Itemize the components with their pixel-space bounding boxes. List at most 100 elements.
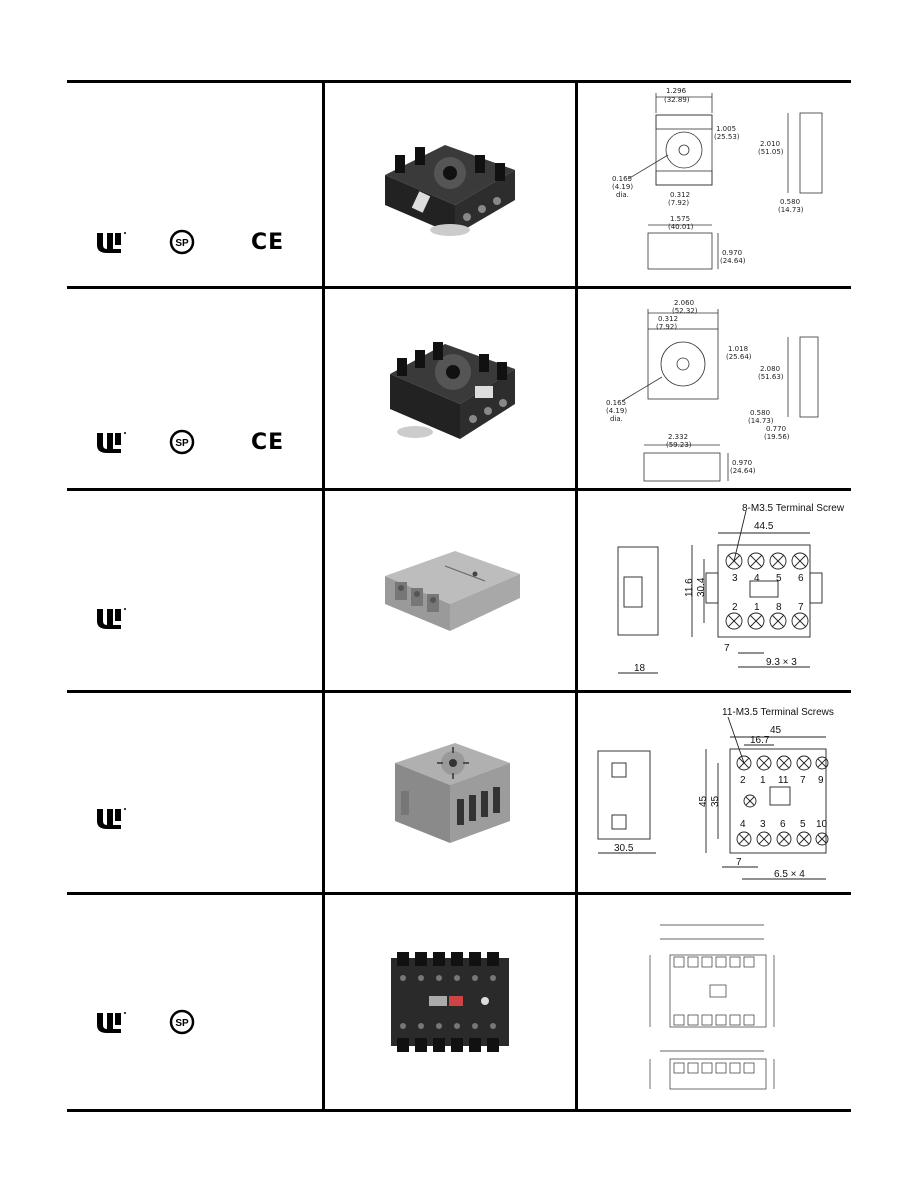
dim-label: 3	[760, 819, 766, 830]
dim-label: 2.010	[760, 140, 780, 148]
dim-label: 2.080	[760, 365, 780, 373]
dim-label: 2.060	[674, 299, 694, 307]
dim-label: (7.92)	[656, 323, 677, 331]
dimension-drawing: 1.296 (32.89) 1.005 (25.53) 2.010 (51.05…	[612, 87, 823, 270]
certification-logos	[93, 605, 127, 631]
dim-label: 1.018	[728, 345, 748, 353]
dim-label: 1.575	[670, 215, 690, 223]
dim-label: 11-M3.5 Terminal Screws	[722, 707, 834, 718]
dim-label: (7.92)	[668, 199, 689, 207]
csa-certified-icon: SP	[169, 1009, 195, 1035]
dim-label: 2	[740, 775, 746, 786]
dim-label: 6	[780, 819, 786, 830]
certifications-cell	[67, 491, 325, 690]
dim-label: (59.23)	[666, 441, 692, 449]
dimension-drawing: 11-M3.5 Terminal Screws 45 16.7 2 1 11 7…	[597, 707, 834, 880]
dimension-drawing	[649, 924, 775, 1090]
dim-label: 10	[816, 819, 828, 830]
dim-label: 18	[634, 663, 646, 674]
dim-label: 35	[710, 795, 721, 807]
dim-label: 30.5	[614, 843, 634, 854]
dim-label: 45	[770, 725, 782, 736]
dim-label: 0.165	[612, 175, 632, 183]
table-row: SP CE	[67, 83, 851, 289]
ul-listed-icon	[97, 432, 126, 453]
dim-label: 2	[732, 602, 738, 613]
dim-label: (19.56)	[764, 433, 790, 441]
dim-label: 30.4	[696, 577, 707, 597]
certifications-cell	[67, 693, 325, 892]
dim-label: (51.63)	[758, 373, 784, 381]
certifications-cell: SP CE	[67, 83, 325, 286]
dim-label: 6.5 × 4	[774, 869, 805, 880]
relay-socket-table: SP CE	[67, 80, 851, 1112]
dimension-drawing: 8-M3.5 Terminal Screw 44.5 11.6 30.4 3 4…	[617, 503, 845, 674]
relay-socket-14pin-photo	[391, 952, 509, 1052]
dim-label: 0.312	[658, 315, 678, 323]
dim-label: 1.005	[716, 125, 736, 133]
dim-label: (40.01)	[668, 223, 694, 231]
dim-label: (51.05)	[758, 148, 784, 156]
dim-label: 7	[736, 857, 742, 868]
dimension-drawing-cell: 1.296 (32.89) 1.005 (25.53) 2.010 (51.05…	[578, 83, 851, 286]
dim-label: 11	[778, 775, 789, 786]
certification-logos: SP	[93, 1009, 195, 1035]
dim-label: (24.64)	[730, 467, 756, 475]
dim-label: 16.7	[750, 735, 770, 746]
dim-label: 0.312	[670, 191, 690, 199]
dim-label: (24.64)	[720, 257, 746, 265]
certification-logos: SP CE	[93, 229, 284, 255]
dim-label: 1	[760, 775, 766, 786]
dim-label: 9	[818, 775, 824, 786]
table-row: SP CE	[67, 289, 851, 491]
csa-certified-icon: SP	[169, 229, 195, 255]
relay-socket-8pin-din-photo	[385, 550, 520, 631]
product-photo-cell	[325, 83, 578, 286]
relay-socket-8pin-photo	[385, 144, 515, 236]
dim-label: 44.5	[754, 521, 774, 532]
dim-label: 0.580	[750, 409, 770, 417]
dim-label: 0.770	[766, 425, 786, 433]
table-row: 8-M3.5 Terminal Screw 44.5 11.6 30.4 3 4…	[67, 491, 851, 693]
dim-label: (14.73)	[778, 206, 804, 214]
relay-socket-11pin-din-photo	[395, 742, 510, 843]
dim-label: 0.970	[722, 249, 742, 257]
relay-socket-11pin-photo	[390, 341, 515, 439]
dim-label: 1	[754, 602, 760, 613]
product-photo-cell	[325, 289, 578, 488]
ul-listed-icon	[97, 232, 126, 253]
table-row: 11-M3.5 Terminal Screws 45 16.7 2 1 11 7…	[67, 693, 851, 895]
dim-label: 6	[798, 573, 804, 584]
ul-listed-icon	[97, 608, 126, 629]
product-photo-cell	[325, 491, 578, 690]
dim-label: 0.165	[606, 399, 626, 407]
dim-label: 8-M3.5 Terminal Screw	[742, 503, 845, 514]
certification-logos: SP CE	[93, 429, 284, 455]
dimension-drawing-cell: 2.060 (52.32) 0.312 (7.92) 1.018 (25.64)…	[578, 289, 851, 488]
dim-label: dia.	[610, 415, 623, 423]
dim-label: (14.73)	[748, 417, 774, 425]
dimension-drawing-cell	[578, 895, 851, 1109]
dim-label: (25.53)	[714, 133, 740, 141]
dim-label: 8	[776, 602, 782, 613]
dim-label: 3	[732, 573, 738, 584]
svg-text:SP: SP	[175, 438, 189, 449]
table-row: SP	[67, 895, 851, 1109]
dim-label: 11.6	[684, 578, 695, 597]
dim-label: 4	[754, 573, 760, 584]
dim-label: 0.970	[732, 459, 752, 467]
dimension-drawing: 2.060 (52.32) 0.312 (7.92) 1.018 (25.64)…	[606, 299, 819, 482]
dimension-drawing-cell: 11-M3.5 Terminal Screws 45 16.7 2 1 11 7…	[578, 693, 851, 892]
dim-label: 2.332	[668, 433, 688, 441]
dim-label: (52.32)	[672, 307, 698, 315]
certification-logos	[93, 805, 127, 831]
dim-label: (4.19)	[606, 407, 627, 415]
dim-label: 5	[800, 819, 806, 830]
product-photo-cell	[325, 693, 578, 892]
csa-certified-icon: SP	[169, 429, 195, 455]
svg-text:SP: SP	[175, 238, 189, 249]
dim-label: 45	[698, 795, 709, 807]
ce-mark-icon: CE	[251, 429, 285, 455]
ce-mark-icon: CE	[251, 229, 285, 255]
certifications-cell: SP CE	[67, 289, 325, 488]
